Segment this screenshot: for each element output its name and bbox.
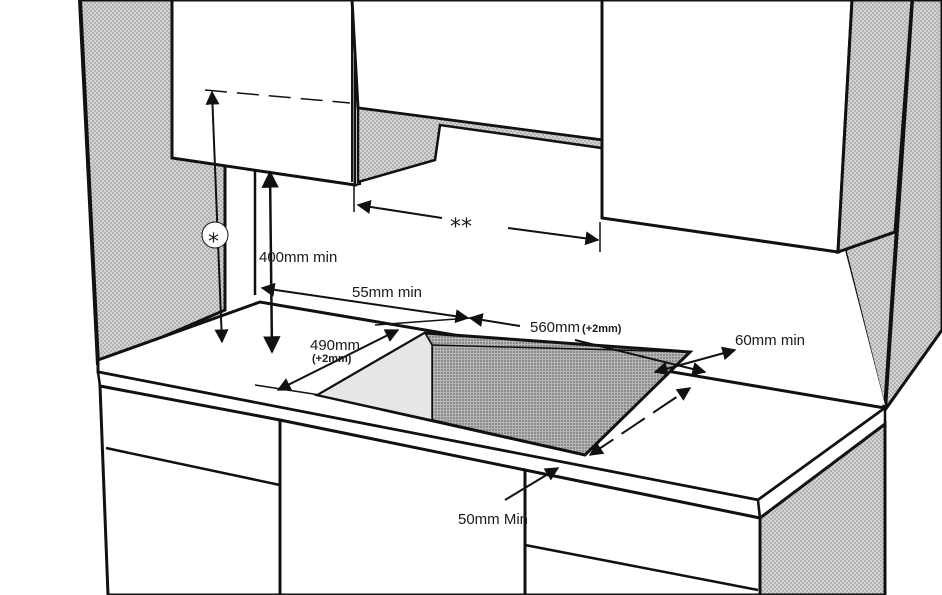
depth-490-dim <box>276 329 400 391</box>
side-60-extension <box>588 387 692 456</box>
gap-55-dim <box>260 282 470 324</box>
depth-490-tol-label: (+2mm) <box>312 353 352 365</box>
left-cabinet-front <box>170 0 357 187</box>
double-star-dim-left <box>356 200 443 219</box>
depth-490-label: 490mm <box>310 337 360 354</box>
base-cabinet-right <box>523 468 762 595</box>
side-60-dim <box>653 346 737 376</box>
width-560-dim-left <box>468 313 521 327</box>
star-callout <box>201 221 229 249</box>
base-cabinet-left <box>98 384 282 595</box>
double-star-dim-right <box>507 227 600 246</box>
base-cabinet-middle <box>278 418 527 595</box>
width-560-label: 560mm(+2mm) <box>530 319 622 336</box>
front-50-dim <box>504 467 560 501</box>
right-cabinet-front <box>600 0 854 254</box>
back-wall-shade <box>255 135 885 405</box>
star-height-dim <box>205 90 229 344</box>
right-cabinet-side <box>836 0 914 255</box>
base-cabinet-side <box>758 420 887 595</box>
gap-55-label: 55mm min <box>352 284 422 301</box>
double-star-label: ** <box>450 215 472 240</box>
height-400-label: 400mm min <box>259 249 337 266</box>
side-60-label: 60mm min <box>735 332 805 349</box>
front-50-label: 50mm Min <box>458 511 528 528</box>
star-single-label: * <box>208 230 219 255</box>
